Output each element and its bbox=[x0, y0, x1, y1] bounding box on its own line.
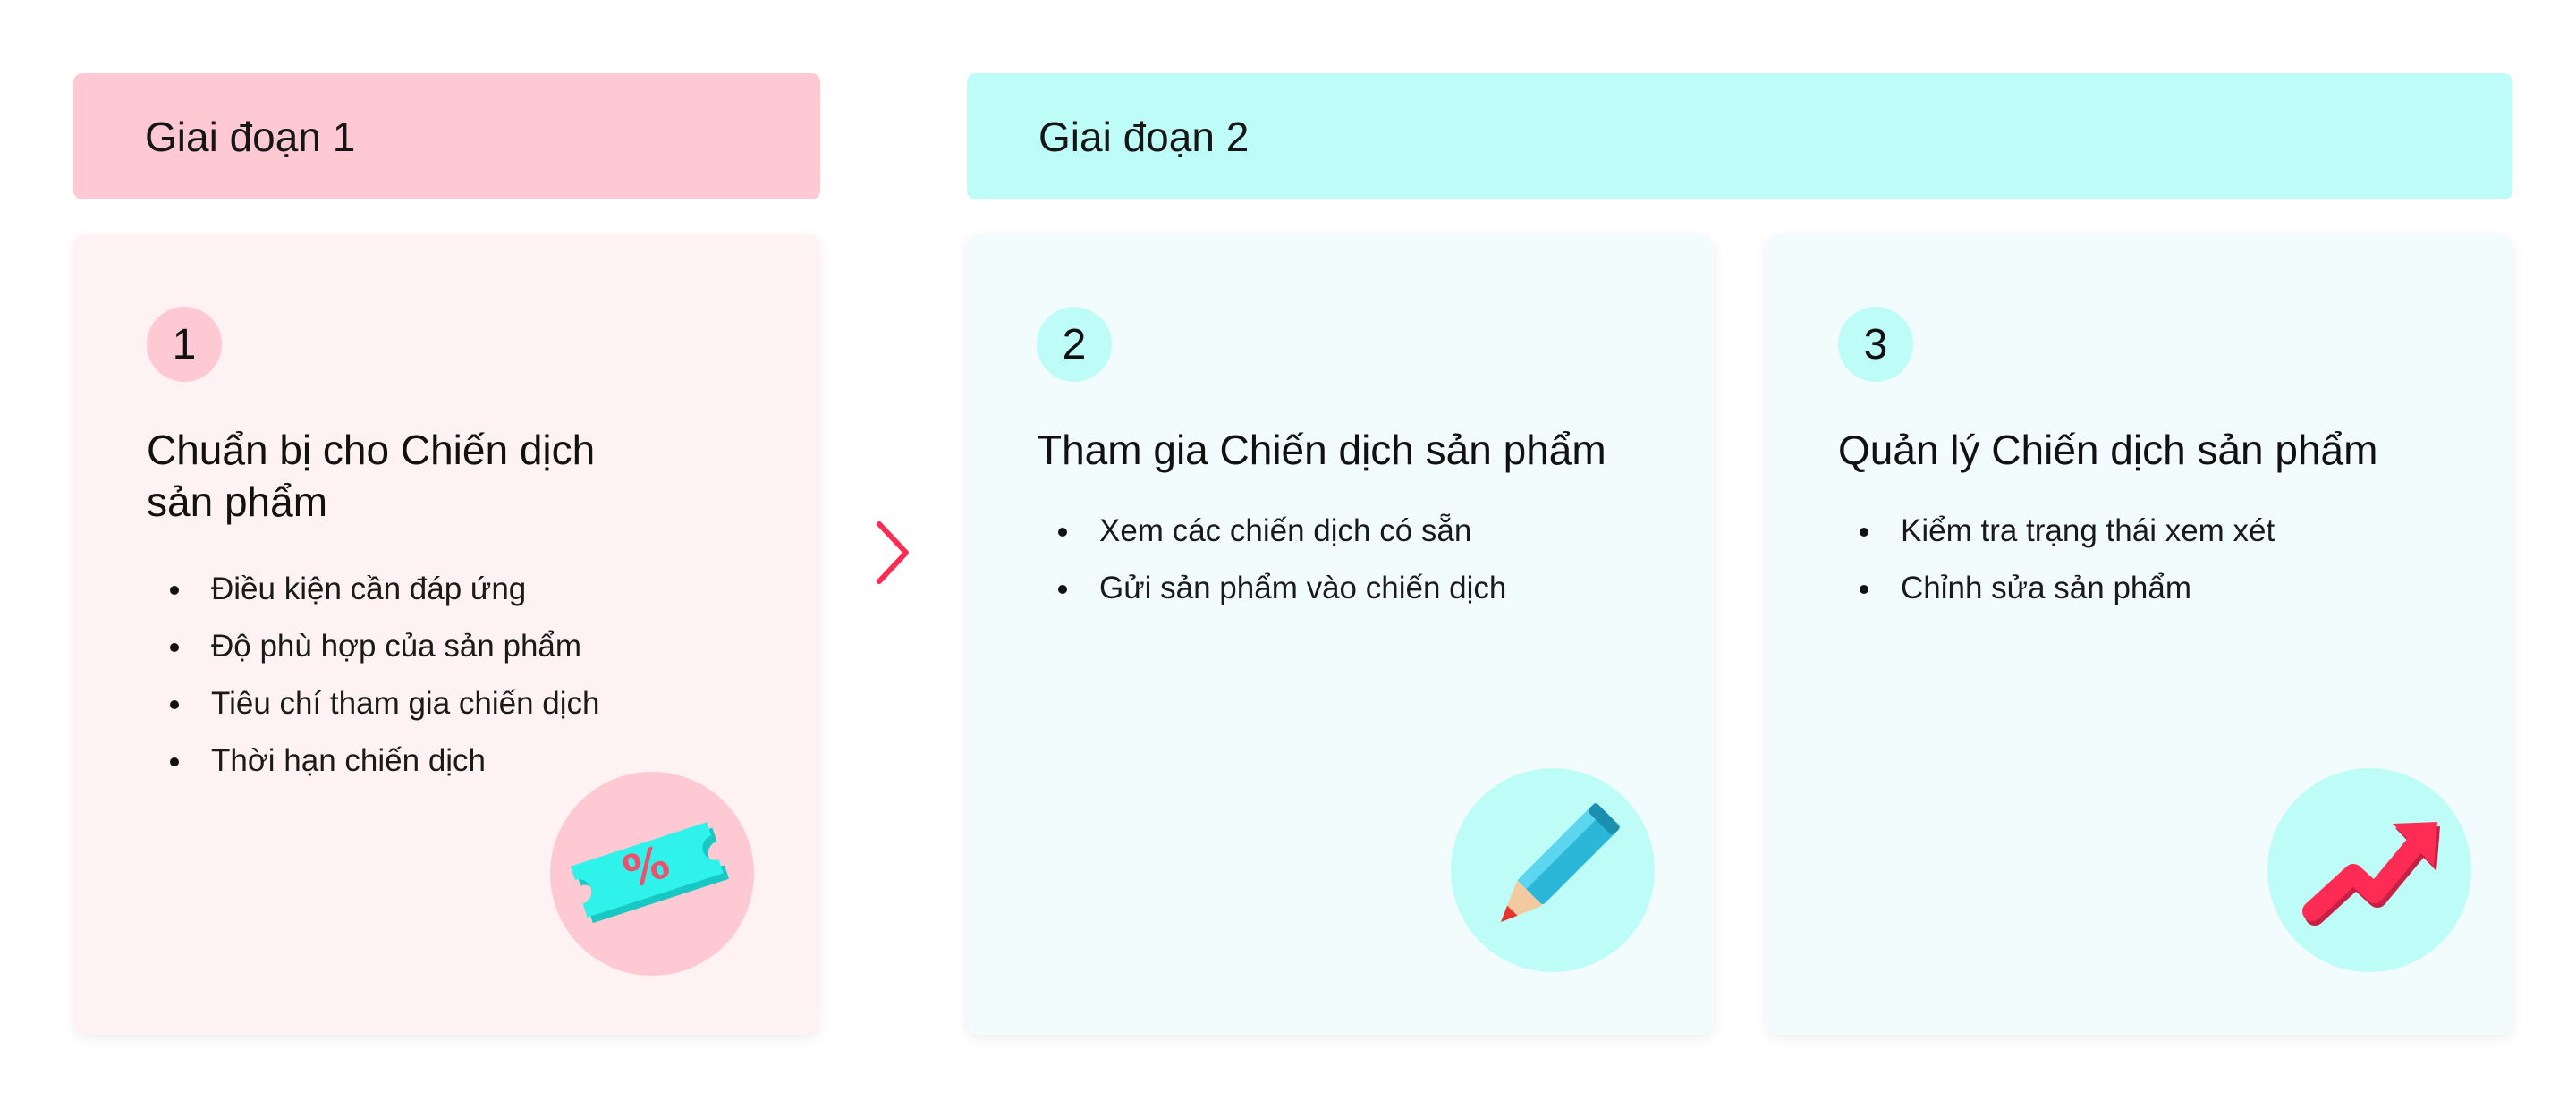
list-item: Tiêu chí tham gia chiến dịch bbox=[170, 675, 600, 732]
step-title: Tham gia Chiến dịch sản phẩm bbox=[1037, 427, 1606, 473]
step-card-2: 2 Tham gia Chiến dịch sản phẩm Xem các c… bbox=[967, 234, 1714, 1035]
step-title: Chuẩn bị cho Chiến dịch sản phẩm bbox=[147, 427, 596, 525]
trend-up-arrow-icon bbox=[2267, 768, 2471, 972]
list-item: Thời hạn chiến dịch bbox=[170, 732, 600, 790]
phase-2-header: Giai đoạn 2 bbox=[967, 73, 2512, 199]
discount-ticket-icon: % bbox=[550, 772, 754, 976]
step-number-badge: 1 bbox=[147, 307, 222, 382]
step-bullet-list: Kiểm tra trạng thái xem xét Chỉnh sửa sả… bbox=[1860, 503, 2275, 617]
phase-1-label: Giai đoạn 1 bbox=[145, 113, 356, 160]
step-title: Quản lý Chiến dịch sản phẩm bbox=[1838, 427, 2378, 473]
list-item: Xem các chiến dịch có sẵn bbox=[1058, 503, 1506, 560]
list-item: Kiểm tra trạng thái xem xét bbox=[1860, 503, 2275, 560]
list-item: Độ phù hợp của sản phẩm bbox=[170, 618, 600, 675]
step-card-3: 3 Quản lý Chiến dịch sản phẩm Kiểm tra t… bbox=[1767, 234, 2512, 1035]
step-card-1: 1 Chuẩn bị cho Chiến dịch sản phẩm Điều … bbox=[73, 234, 820, 1035]
step-bullet-list: Xem các chiến dịch có sẵn Gửi sản phẩm v… bbox=[1058, 503, 1506, 617]
list-item: Điều kiện cần đáp ứng bbox=[170, 561, 600, 618]
pencil-icon bbox=[1451, 768, 1655, 972]
list-item: Gửi sản phẩm vào chiến dịch bbox=[1058, 560, 1506, 617]
phase-2-label: Giai đoạn 2 bbox=[1038, 113, 1250, 160]
phase-1-header: Giai đoạn 1 bbox=[73, 73, 820, 199]
step-bullet-list: Điều kiện cần đáp ứng Độ phù hợp của sản… bbox=[170, 561, 600, 790]
step-number-badge: 2 bbox=[1037, 307, 1112, 382]
list-item: Chỉnh sửa sản phẩm bbox=[1860, 560, 2275, 617]
step-number-badge: 3 bbox=[1838, 307, 1913, 382]
chevron-right-icon bbox=[872, 519, 911, 587]
